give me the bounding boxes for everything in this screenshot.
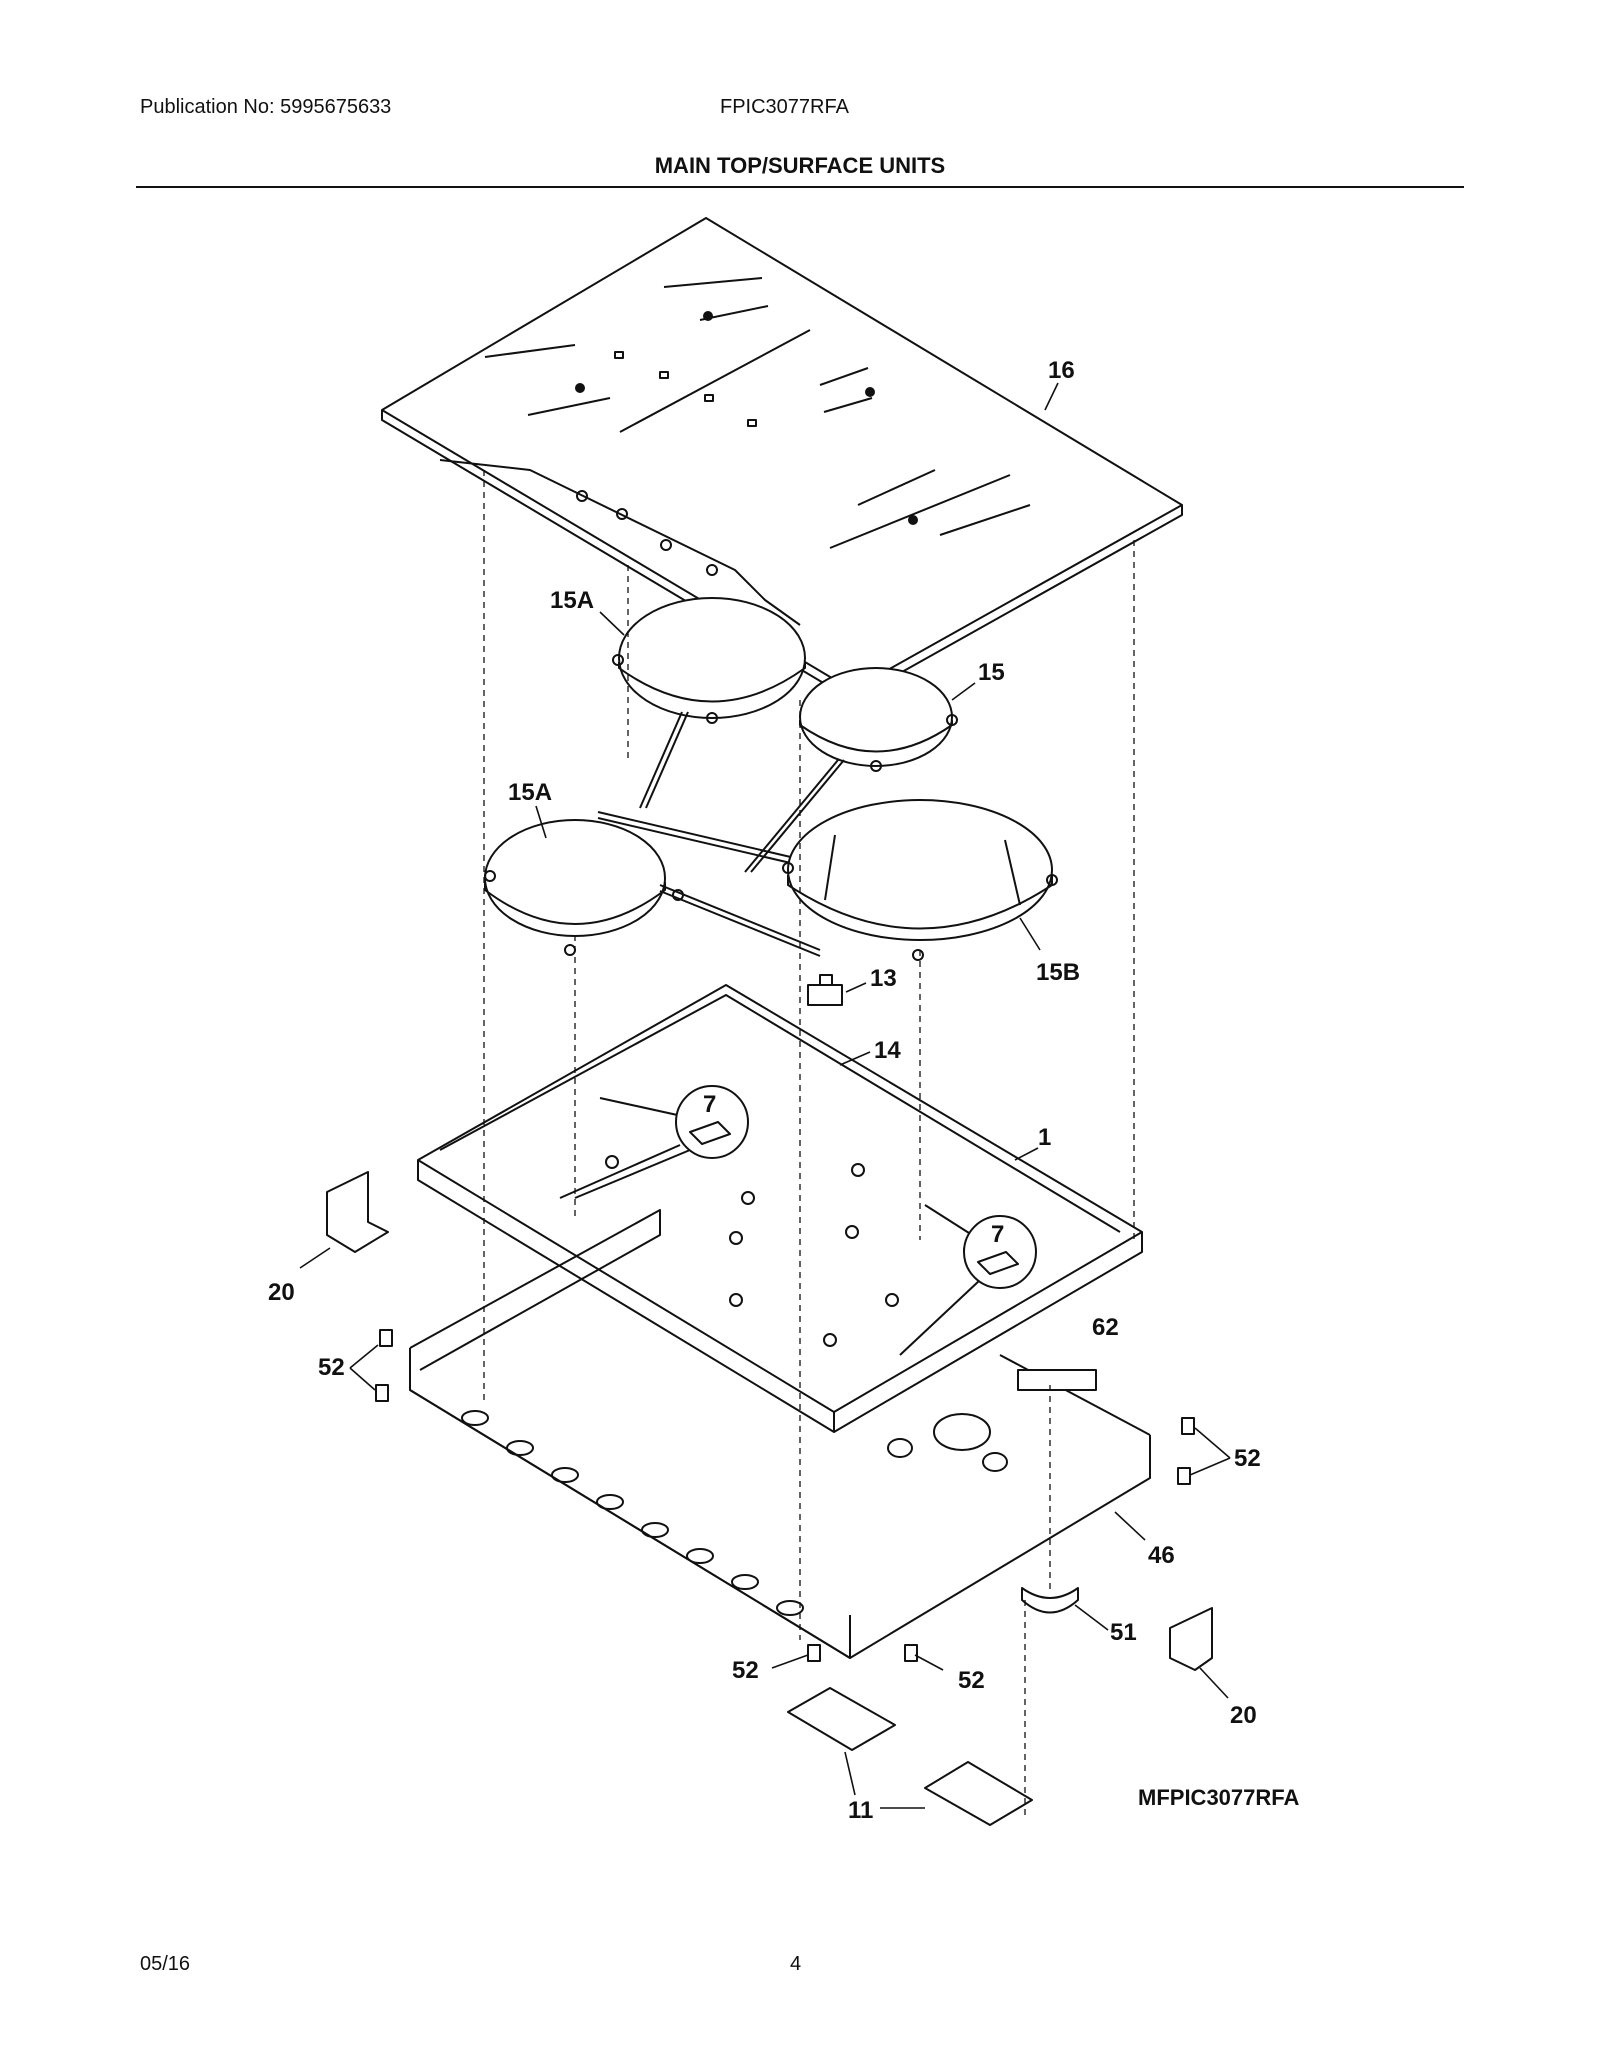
header-divider: [136, 186, 1464, 188]
callout-62: 62: [1092, 1314, 1119, 1341]
sensor-clip-part: [807, 974, 843, 1006]
wire-clamp-part: [1021, 1587, 1079, 1614]
screw-detail-circle-right: [963, 1215, 1037, 1289]
wire-harness: [597, 811, 796, 865]
element-15a-top-part: [612, 597, 806, 809]
footer-date: 05/16: [140, 1953, 191, 1975]
model-number: FPIC3077RFA: [720, 96, 849, 118]
alignment-lines: [483, 470, 1135, 1820]
callout-20-right: 20: [1230, 1702, 1257, 1729]
publication-number: Publication No: 5995675633: [140, 96, 392, 118]
callout-7-right: 7: [991, 1221, 1004, 1248]
callout-leaders: [299, 382, 1231, 1809]
callout-51: 51: [1110, 1619, 1137, 1646]
side-bracket-left-part: [326, 1171, 389, 1253]
callout-15: 15: [978, 659, 1005, 686]
mount-bracket-upper-part: [787, 1687, 896, 1751]
callout-15a-top: 15A: [550, 587, 594, 614]
clip-left-lower-part: [375, 1384, 389, 1402]
callout-52-right: 52: [1234, 1445, 1261, 1472]
callout-15a-left: 15A: [508, 779, 552, 806]
callout-52-bottom-left: 52: [732, 1657, 759, 1684]
mount-bracket-lower-part: [924, 1761, 1033, 1826]
screw-detail-icon-left: [689, 1121, 731, 1145]
terminal-block-part: [1017, 1369, 1097, 1391]
callout-14: 14: [874, 1037, 901, 1064]
callout-46: 46: [1148, 1542, 1175, 1569]
callout-20-left: 20: [268, 1279, 295, 1306]
callout-7-left: 7: [703, 1091, 716, 1118]
clip-bottom-left-part: [807, 1644, 821, 1662]
screw-detail-icon-right: [977, 1251, 1019, 1275]
callout-52-bottom-right: 52: [958, 1667, 985, 1694]
page-title: MAIN TOP/SURFACE UNITS: [654, 153, 946, 178]
clip-bottom-right-part: [904, 1644, 918, 1662]
clip-left-upper-part: [379, 1329, 393, 1347]
element-15b-part: [782, 799, 1058, 961]
cooktop-glass-part: [381, 217, 1183, 701]
screw-detail-circle-left: [675, 1085, 749, 1159]
callout-52-left: 52: [318, 1354, 345, 1381]
page-number: 4: [790, 1953, 802, 1975]
callout-13: 13: [870, 965, 897, 992]
element-15a-left-part: [484, 819, 821, 957]
callout-15b: 15B: [1036, 959, 1080, 986]
callout-1: 1: [1038, 1124, 1051, 1151]
element-15-part: [744, 667, 958, 873]
side-bracket-right-part: [1169, 1607, 1213, 1671]
figure-id: MFPIC3077RFA: [1138, 1785, 1300, 1810]
clip-right-lower-part: [1177, 1467, 1191, 1485]
clip-right-upper-part: [1181, 1417, 1195, 1435]
main-pan-part: [417, 984, 1143, 1433]
callout-11: 11: [848, 1797, 873, 1824]
callout-16: 16: [1048, 357, 1075, 384]
lower-box-part: [409, 1209, 1151, 1659]
